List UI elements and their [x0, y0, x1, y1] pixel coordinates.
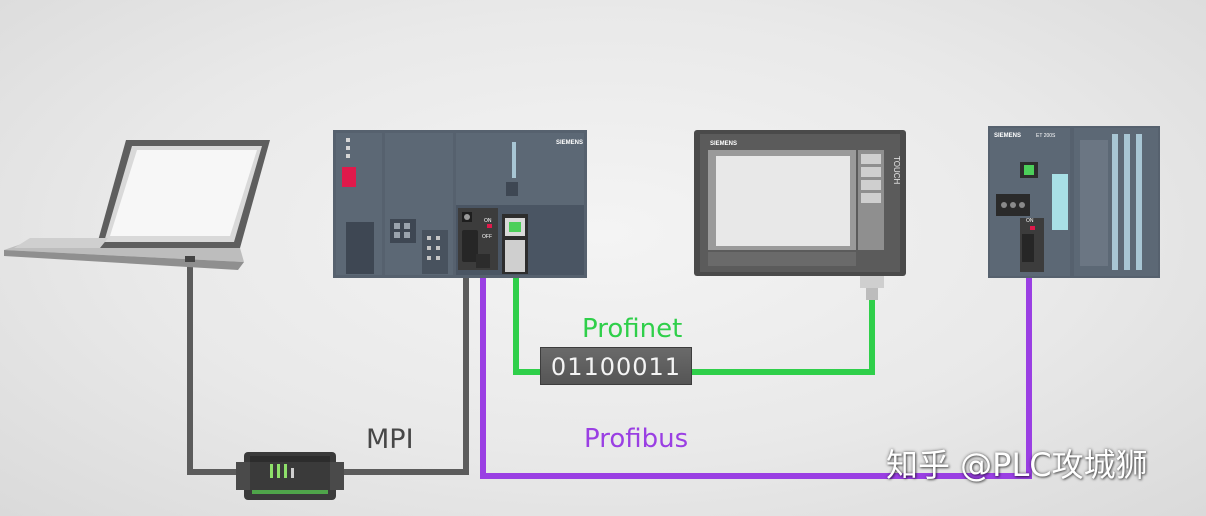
profinet-cable	[513, 275, 542, 375]
data-packet-box: 01100011	[540, 347, 692, 385]
plc-switch-off: OFF	[482, 234, 492, 240]
watermark: 知乎 @PLC攻城狮	[886, 446, 1148, 484]
profinet-label: Profinet	[582, 314, 683, 344]
et-brand-text: SIEMENS	[994, 133, 1021, 139]
hmi-touch-text: TOUCH	[892, 156, 901, 185]
plc-switch-on: ON	[484, 218, 492, 224]
profibus-cable	[480, 266, 1032, 479]
mpi-label: MPI	[366, 424, 414, 455]
laptop	[4, 140, 270, 270]
plc-rack: SIEMENS ON OFF	[333, 130, 587, 278]
et-model-text: ET 200S	[1036, 133, 1056, 139]
hmi-panel: SIEMENS TOUCH	[694, 130, 906, 300]
plc-brand-text: SIEMENS	[556, 140, 583, 146]
mpi-cable-plc-side	[330, 270, 469, 475]
hmi-brand-text: SIEMENS	[710, 141, 737, 147]
profinet-cable-hmi-side	[690, 300, 875, 375]
et-switch-on: ON	[1026, 218, 1034, 224]
et200s-station: SIEMENS ET 200S ON OFF	[988, 126, 1160, 278]
mpi-adapter	[236, 452, 344, 500]
mpi-cable	[187, 262, 250, 475]
profibus-label: Profibus	[584, 424, 689, 454]
